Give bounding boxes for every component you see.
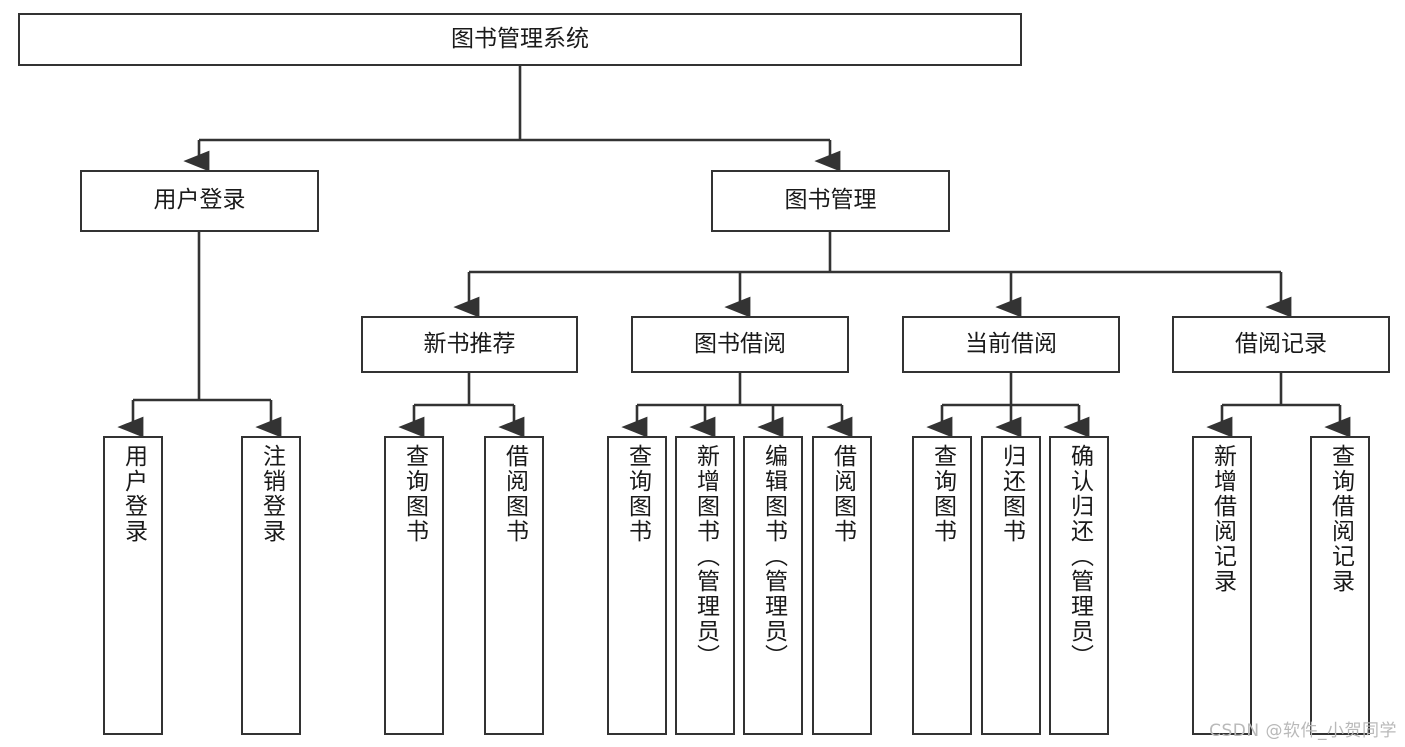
node-user-login[interactable]: 用户登录 [80,170,319,232]
node-book-borrow[interactable]: 图书借阅 [631,316,849,373]
node-book-manage[interactable]: 图书管理 [711,170,950,232]
node-leaf-edit-book[interactable]: 编辑图书（管理员） [743,436,803,735]
node-leaf-add-record[interactable]: 新增借阅记录 [1192,436,1252,735]
node-root-label: 图书管理系统 [451,25,589,52]
node-leaf-query-record[interactable]: 查询借阅记录 [1310,436,1370,735]
node-book-borrow-label: 图书借阅 [694,330,786,357]
node-leaf-logout-label: 注销登录 [258,444,285,544]
node-leaf-borrow-book-1[interactable]: 借阅图书 [484,436,544,735]
node-current-borrow[interactable]: 当前借阅 [902,316,1120,373]
node-leaf-query-record-label: 查询借阅记录 [1327,444,1354,594]
node-user-login-label: 用户登录 [153,187,246,214]
node-leaf-confirm-return[interactable]: 确认归还（管理员） [1049,436,1109,735]
node-leaf-add-book[interactable]: 新增图书（管理员） [675,436,735,735]
node-leaf-return-book[interactable]: 归还图书 [981,436,1041,735]
node-leaf-edit-book-label: 编辑图书（管理员） [760,444,787,669]
node-leaf-logout[interactable]: 注销登录 [241,436,301,735]
node-current-borrow-label: 当前借阅 [965,330,1057,357]
node-leaf-query-book-2-label: 查询图书 [624,444,651,544]
node-leaf-user-login-label: 用户登录 [120,444,147,544]
node-leaf-confirm-return-label: 确认归还（管理员） [1066,444,1093,669]
node-leaf-add-book-label: 新增图书（管理员） [692,444,719,669]
node-leaf-query-book-1[interactable]: 查询图书 [384,436,444,735]
node-new-book-recommend-label: 新书推荐 [423,330,516,357]
node-leaf-query-book-3-label: 查询图书 [929,444,956,544]
node-leaf-query-book-1-label: 查询图书 [401,444,428,544]
node-leaf-user-login[interactable]: 用户登录 [103,436,163,735]
node-leaf-query-book-2[interactable]: 查询图书 [607,436,667,735]
node-new-book-recommend[interactable]: 新书推荐 [361,316,578,373]
watermark: CSDN @软件_小贺同学 [1209,721,1397,741]
node-leaf-borrow-book-2-label: 借阅图书 [829,444,856,544]
node-root[interactable]: 图书管理系统 [18,13,1022,66]
node-borrow-record[interactable]: 借阅记录 [1172,316,1390,373]
node-leaf-return-book-label: 归还图书 [998,444,1025,544]
node-leaf-borrow-book-1-label: 借阅图书 [501,444,528,544]
node-book-manage-label: 图书管理 [784,187,877,214]
node-leaf-query-book-3[interactable]: 查询图书 [912,436,972,735]
node-borrow-record-label: 借阅记录 [1235,330,1327,357]
node-leaf-borrow-book-2[interactable]: 借阅图书 [812,436,872,735]
node-leaf-add-record-label: 新增借阅记录 [1209,444,1236,594]
